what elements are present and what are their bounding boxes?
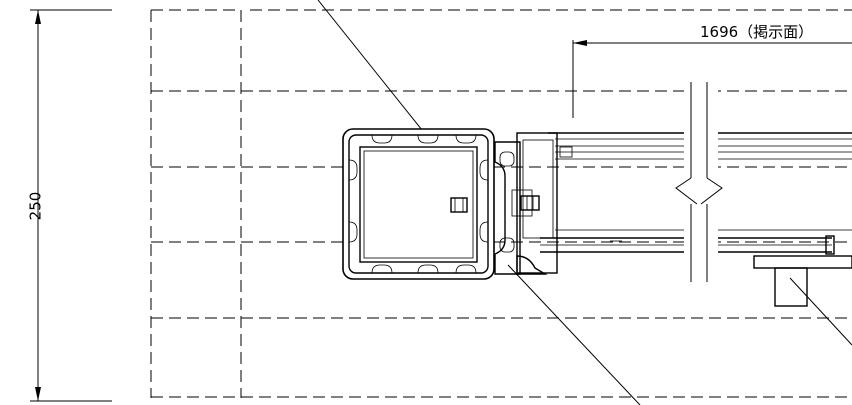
- arrowhead-left: [573, 40, 587, 46]
- height-dimension: 250: [27, 9, 112, 402]
- post-top-ribs: [371, 134, 477, 144]
- post-outer: [342, 128, 495, 280]
- leader-line-bottom: [507, 264, 641, 405]
- post-bolt-head: [450, 197, 468, 213]
- break-zigzag-right: [700, 177, 723, 205]
- post-left-ribs: [348, 159, 358, 243]
- dashed-foundation-outline: [150, 9, 852, 398]
- frame-body: [516, 132, 558, 274]
- height-dimension-label: 250: [27, 192, 45, 221]
- post-bottom-ribs: [371, 264, 477, 274]
- panel-frame-extrusion: [494, 132, 558, 275]
- width-dimension: 1696（掲示面）: [572, 23, 852, 118]
- break-gap: [684, 80, 718, 280]
- frame-slot-bottom: [499, 237, 515, 253]
- panel-top-clip: [559, 146, 573, 158]
- arrowhead-bottom: [35, 387, 41, 401]
- frame-foot: [516, 255, 548, 275]
- post-right-ribs: [479, 159, 489, 243]
- frame-bolt-head: [520, 195, 540, 211]
- post-inner-line: [363, 150, 474, 259]
- panel-end-cap: [825, 235, 835, 255]
- break-symbol: [675, 80, 723, 282]
- leader-line-top-left: [317, 0, 431, 141]
- frame-clip-profile: [494, 141, 521, 275]
- post-inner: [359, 146, 478, 263]
- frame-slot-top: [499, 151, 515, 167]
- support-rail: [753, 255, 852, 269]
- square-post: [342, 128, 495, 280]
- post-outer-inner: [348, 134, 489, 274]
- frame-connector: [511, 189, 533, 217]
- arrowhead-top: [35, 10, 41, 24]
- leader-line-right: [789, 277, 852, 346]
- frame-cavity: [522, 139, 554, 239]
- break-zigzag-left: [675, 177, 698, 205]
- width-dimension-label: 1696（掲示面）: [700, 23, 813, 41]
- support-bracket: [774, 267, 808, 307]
